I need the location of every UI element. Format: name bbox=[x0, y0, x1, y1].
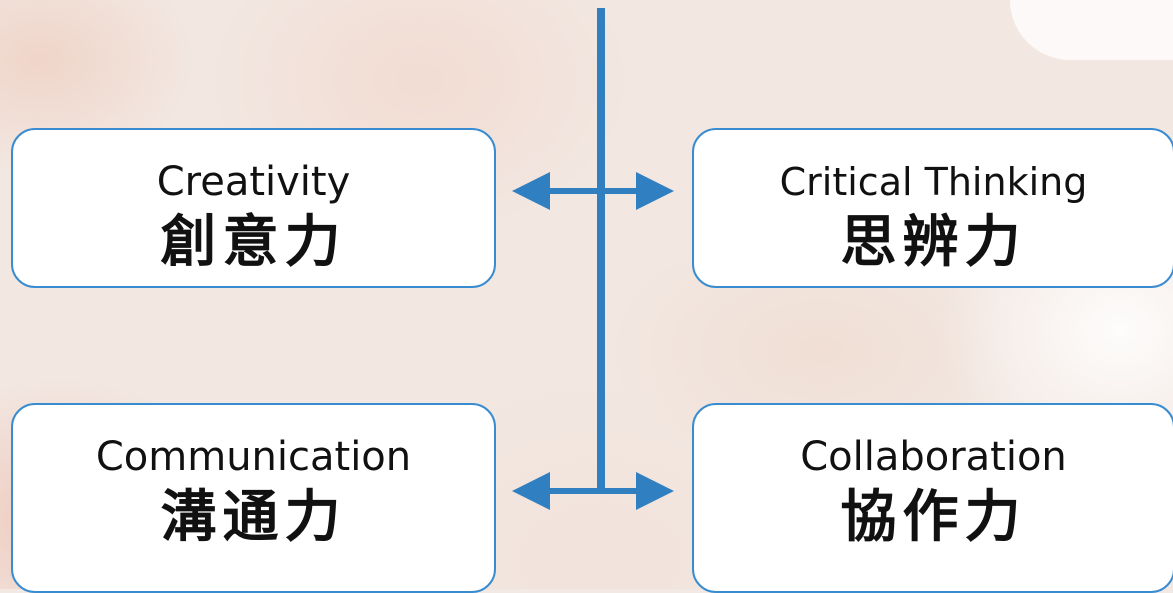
collaboration-chinese-label: 協作力 bbox=[840, 485, 1027, 550]
communication-box: Communication 溝通力 bbox=[11, 403, 496, 593]
communication-english-label: Communication bbox=[95, 434, 412, 480]
top-arrow-left-head bbox=[512, 172, 550, 210]
paper-patch-decoration bbox=[1010, 0, 1173, 60]
critical-thinking-chinese-label: 思辨力 bbox=[840, 210, 1027, 275]
creativity-english-label: Creativity bbox=[156, 159, 351, 205]
collaboration-box: Collaboration 協作力 bbox=[692, 403, 1173, 593]
creativity-chinese-label: 創意力 bbox=[160, 210, 347, 275]
collaboration-english-label: Collaboration bbox=[800, 434, 1067, 480]
bottom-arrow-left-head bbox=[512, 472, 550, 510]
top-arrow-right-head bbox=[636, 172, 674, 210]
critical-thinking-english-label: Critical Thinking bbox=[779, 160, 1088, 204]
creativity-box: Creativity 創意力 bbox=[11, 128, 496, 288]
bottom-arrow-right-head bbox=[636, 472, 674, 510]
communication-chinese-label: 溝通力 bbox=[160, 485, 347, 550]
critical-thinking-box: Critical Thinking 思辨力 bbox=[692, 128, 1173, 288]
